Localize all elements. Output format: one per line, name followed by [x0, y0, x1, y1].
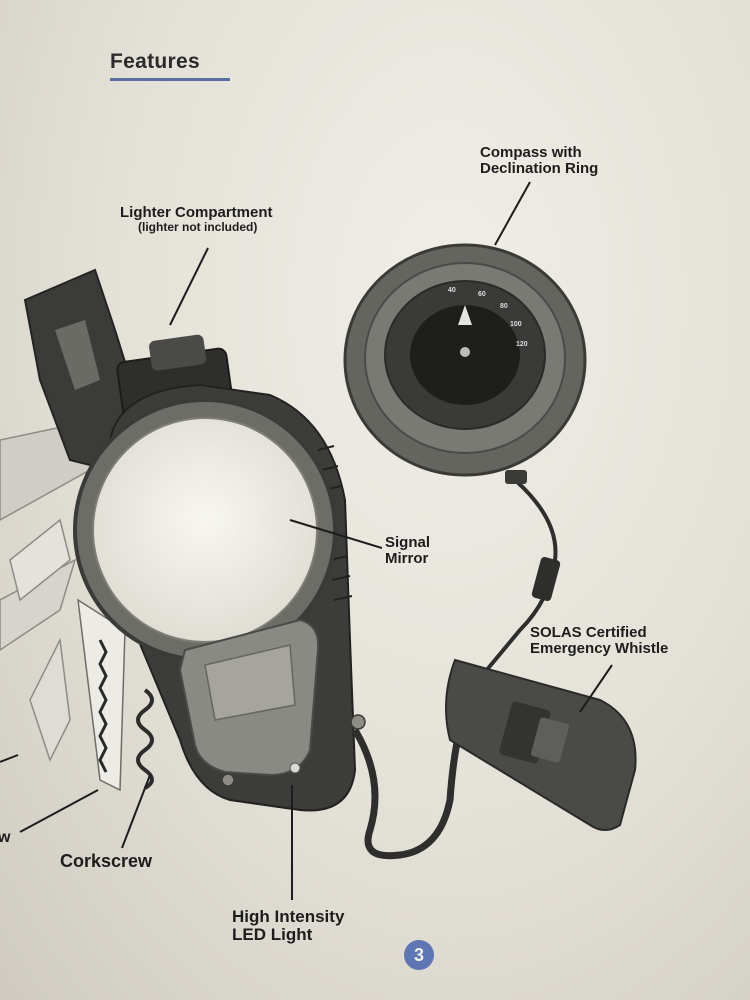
tool-blades	[0, 419, 126, 792]
compass-tick: 80	[500, 303, 508, 310]
callout-led-line2: LED Light	[232, 924, 313, 944]
callout-led-line1: High Intensity	[232, 907, 345, 926]
cord-lock	[531, 557, 561, 601]
body-screw	[350, 714, 366, 730]
compass-tick: 60	[478, 291, 486, 298]
callout-whistle-line1: SOLAS Certified	[530, 624, 647, 641]
callout-leader-lines	[0, 181, 613, 900]
callout-corkscrew: Corkscrew	[60, 851, 153, 871]
callout-partial-left: w	[0, 829, 11, 846]
callout-whistle-line2: Emergency Whistle	[530, 639, 669, 657]
emergency-whistle	[445, 658, 637, 831]
page-number-badge: 3	[404, 940, 434, 970]
callout-mirror-line2: Mirror	[385, 549, 429, 567]
led-button	[204, 644, 296, 721]
callout-whistle: SOLAS Certified Emergency Whistle	[530, 625, 668, 657]
clip-highlight	[55, 320, 100, 390]
whistle-lanyard	[351, 698, 474, 860]
compass-tick: 120	[516, 341, 528, 348]
compass-tick: 40	[448, 287, 456, 294]
callout-mirror-line1: Signal	[385, 534, 431, 551]
callout-lighter-compartment: Lighter Compartment (lighter not include…	[120, 205, 273, 233]
callout-compass-line1: Compass with	[480, 144, 582, 161]
led-lens	[289, 762, 301, 774]
callout-led-light: High Intensity LED Light	[232, 908, 344, 944]
page-title: Features	[110, 50, 200, 73]
compass-north-marker: N	[460, 317, 465, 324]
callout-lighter-line1: Lighter Compartment	[120, 204, 273, 221]
signal-mirror-surface	[92, 417, 318, 643]
callout-lighter-note: (lighter not included)	[138, 219, 258, 234]
body-screw	[221, 773, 235, 787]
callout-compass: Compass with Declination Ring	[480, 145, 598, 177]
compass	[343, 243, 587, 484]
callout-signal-mirror: Signal Mirror	[385, 535, 430, 567]
corkscrew-tool	[136, 688, 154, 790]
title-underline	[110, 78, 230, 81]
callout-compass-line2: Declination Ring	[480, 159, 599, 177]
compass-tick: 100	[510, 321, 522, 328]
